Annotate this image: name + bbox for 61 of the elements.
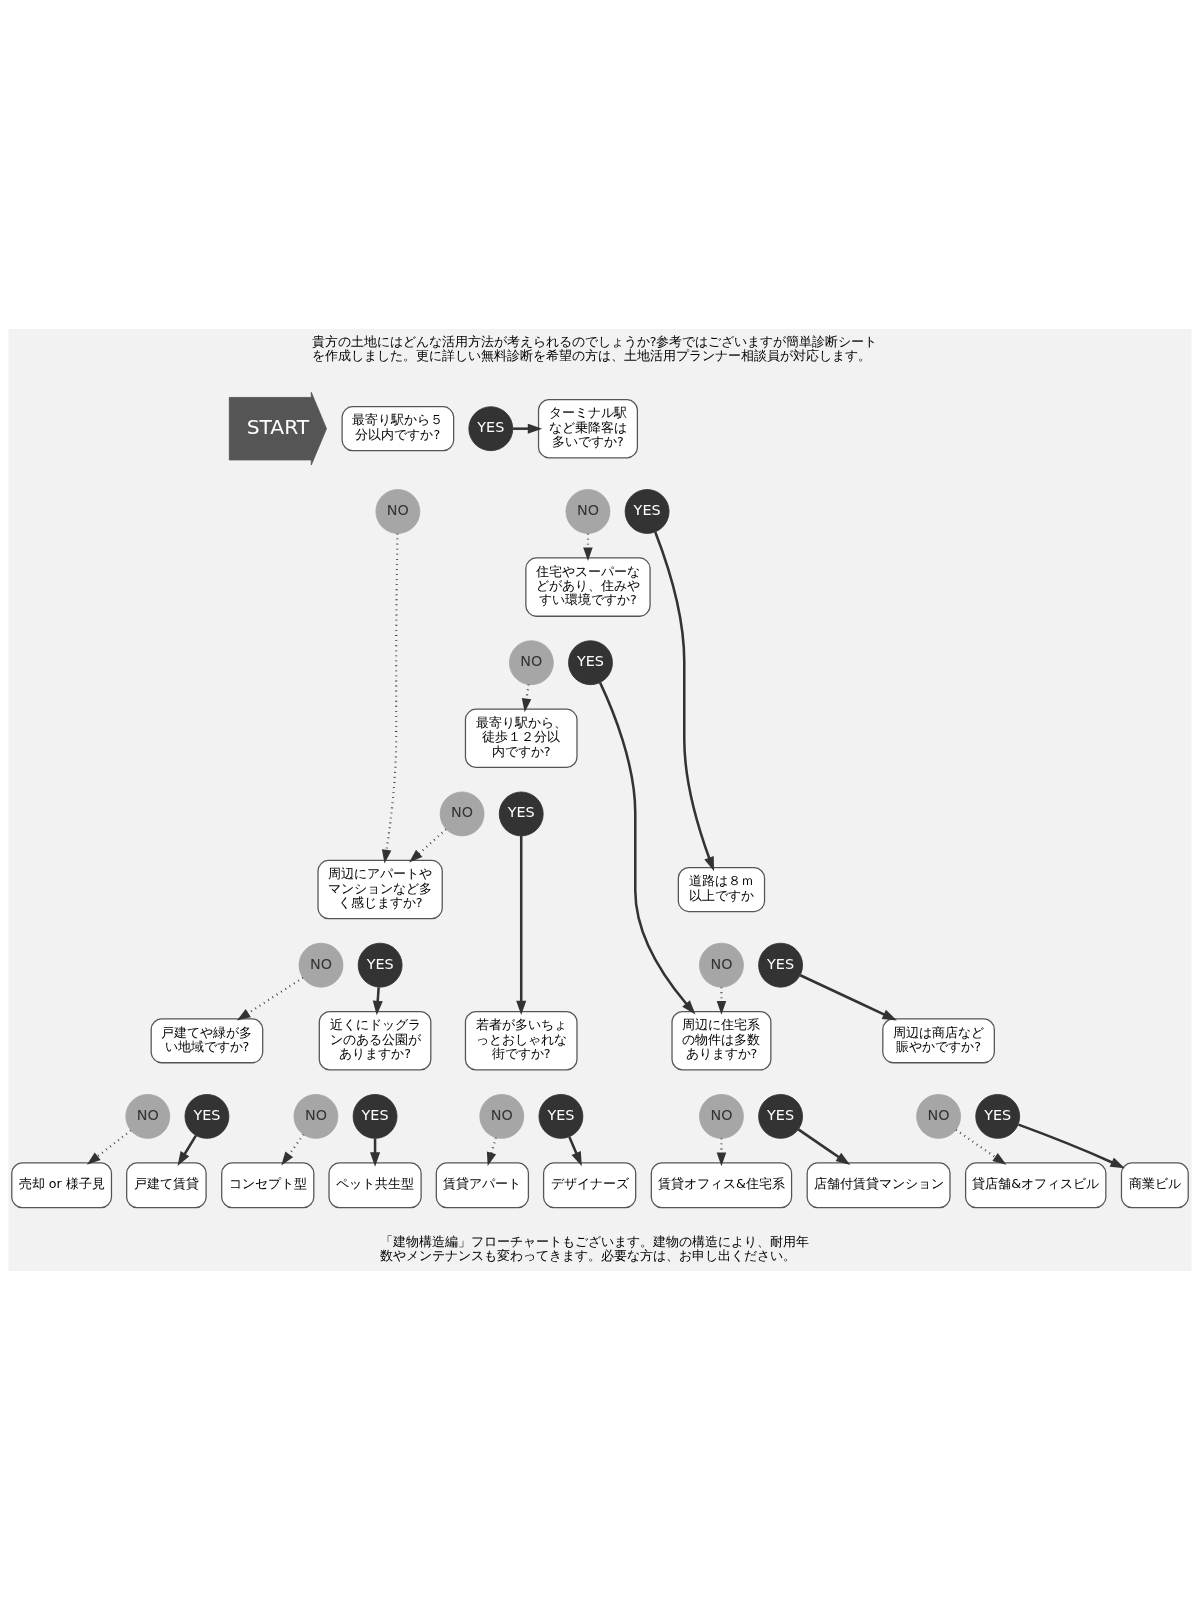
node-circle: NO — [916, 1093, 961, 1139]
arrow — [409, 828, 447, 863]
node-circle: NO — [699, 942, 744, 988]
arrow — [281, 1133, 305, 1166]
node-circle: NO — [699, 1093, 744, 1139]
node-circle: YES — [568, 639, 613, 685]
arrow — [372, 986, 383, 1015]
arrow — [1018, 1123, 1125, 1168]
arrow — [955, 1128, 1007, 1165]
arrow — [86, 1129, 132, 1165]
node-circle: NO — [479, 1093, 525, 1139]
node-box: 道路は８ｍ以上ですか — [677, 866, 766, 912]
node-box: 近くにドッグランのある公園がありますか? — [318, 1010, 432, 1071]
node-circle: NO — [375, 488, 421, 534]
node-box: 最寄り駅から５分以内ですか? — [341, 405, 455, 451]
node-box: 売却 or 様子見 — [11, 1161, 113, 1208]
node-box: 周辺に住宅系の物件は多数ありますか? — [671, 1010, 772, 1071]
node-box: 店舗付賃貸マンション — [806, 1161, 951, 1208]
arrow — [512, 423, 543, 434]
node-box: ペット共生型 — [328, 1161, 422, 1208]
arrow — [654, 531, 715, 871]
node-box: 最寄り駅から、徒歩１２分以内ですか? — [464, 708, 578, 768]
node-box: デザイナーズ — [542, 1161, 637, 1208]
node-circle: YES — [468, 405, 514, 451]
arrow — [598, 681, 696, 1014]
node-circle: YES — [624, 488, 670, 534]
label: 貴方の土地にはどんな活用方法が考えられるのでしょうか?参考ではございますが簡単診断シートを作成しました。更に詳しい無料診断を希望の方は、土地活用プランナー相談員が対応します。 — [311, 333, 878, 363]
node-circle: NO — [439, 791, 485, 836]
node-circle: YES — [538, 1093, 584, 1139]
node-box: 周辺は商店など賑やかですか? — [882, 1017, 995, 1063]
node-circle: YES — [758, 1093, 803, 1139]
node-box: ターミナル駅など乗降客は多いですか? — [537, 398, 638, 458]
node-circle: YES — [184, 1093, 230, 1139]
node-box: 戸建てや緑が多い地域ですか? — [150, 1017, 264, 1063]
node-box: 賃貸アパート — [435, 1161, 530, 1208]
node-box: 貸店舗&オフィスビル — [964, 1161, 1107, 1208]
node-box: コンセプト型 — [221, 1161, 315, 1208]
arrow — [716, 986, 727, 1015]
node-box: 戸建て賃貸 — [126, 1161, 207, 1208]
node-circle: YES — [357, 942, 403, 988]
node-box: 賃貸オフィス&住宅系 — [650, 1161, 793, 1208]
arrow — [236, 976, 304, 1021]
arrow — [797, 1127, 851, 1165]
node-box: 住宅やスーパーなどがあり、住みやすい環境ですか? — [525, 556, 651, 617]
node-circle: NO — [298, 942, 344, 988]
node-box: 周辺にアパートやマンションなど多く感じますか? — [317, 859, 443, 919]
node-circle: YES — [975, 1093, 1021, 1139]
node-circle: NO — [293, 1093, 339, 1139]
arrow — [568, 1136, 582, 1166]
arrow — [516, 835, 527, 1015]
node-circle: YES — [758, 942, 803, 988]
node-circle: YES — [352, 1093, 398, 1139]
node-box: 若者が多いちょっとおしゃれな街ですか? — [464, 1010, 578, 1071]
node-circle: YES — [498, 791, 544, 836]
arrow — [799, 973, 897, 1020]
node-circle: NO — [565, 488, 611, 534]
node-box: 商業ビル — [1120, 1161, 1189, 1208]
node-circle: NO — [508, 639, 554, 685]
label: 「建物構造編」フローチャートもございます。建物の構造により、耐用年数やメンテナンスも変わってきます。必要な方は、お申し出ください。 — [380, 1233, 810, 1263]
arrow — [177, 1134, 197, 1166]
node-circle: NO — [125, 1093, 171, 1139]
